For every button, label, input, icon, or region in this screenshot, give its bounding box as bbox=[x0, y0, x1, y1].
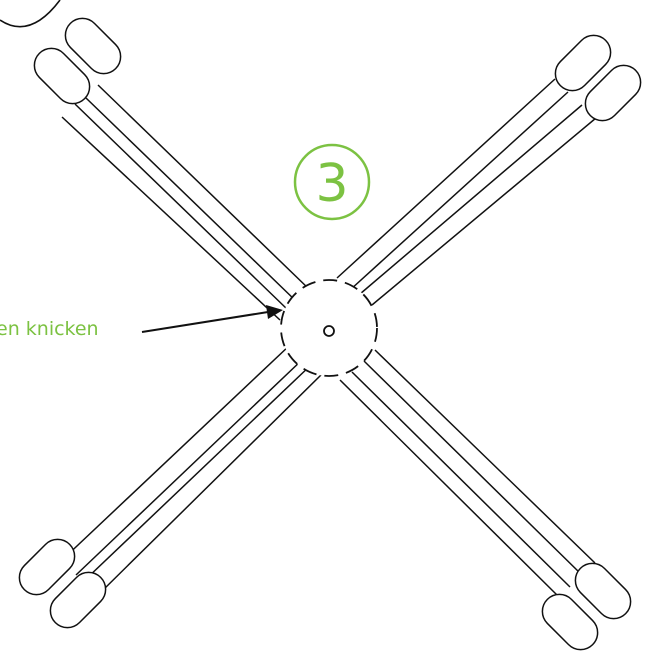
cropped-circle-outline bbox=[0, 0, 60, 27]
annotation-arrow bbox=[142, 305, 283, 332]
arm-upper-left bbox=[27, 11, 310, 320]
arm-upper-right bbox=[337, 28, 648, 305]
arm-lower-right bbox=[340, 350, 638, 653]
step-number: 3 bbox=[315, 154, 348, 214]
step-badge: 3 bbox=[295, 145, 369, 219]
annotation-label: en knicken bbox=[0, 318, 99, 340]
hub-center-hole bbox=[324, 326, 334, 336]
arrow-head bbox=[266, 305, 283, 319]
arm-lower-left bbox=[12, 345, 322, 635]
